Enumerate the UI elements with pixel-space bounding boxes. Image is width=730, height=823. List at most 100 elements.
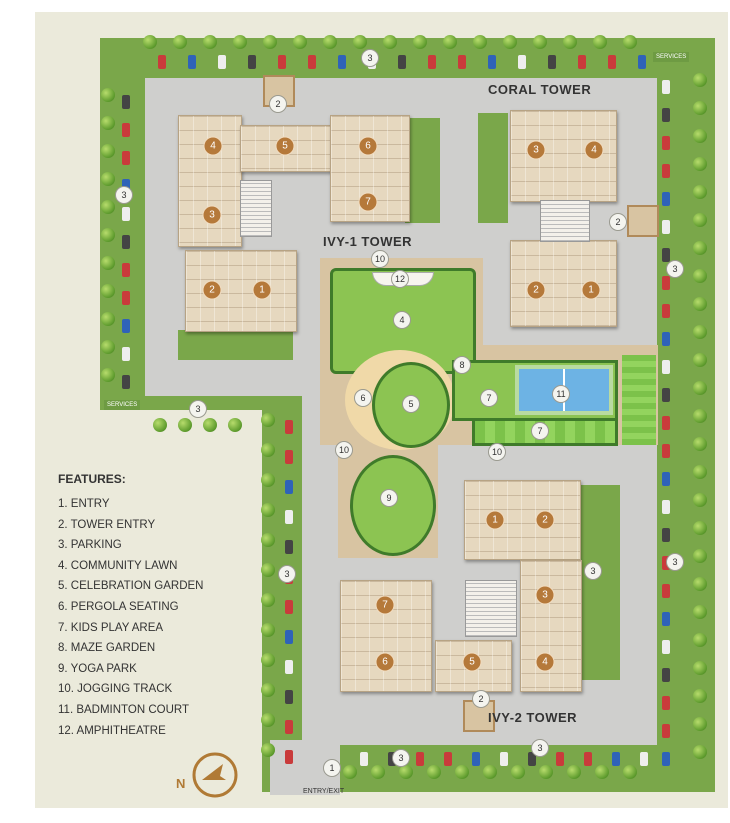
map-marker-parking[interactable]: 3: [531, 739, 549, 757]
legend-item: 9. YOGA PARK: [58, 662, 137, 675]
car-icon: [662, 276, 670, 290]
ivy2-tower-wing: [520, 560, 582, 692]
car-icon: [188, 55, 196, 69]
car-icon: [338, 55, 346, 69]
map-marker-celebration-garden[interactable]: 5: [402, 395, 420, 413]
tree-icon: [101, 340, 115, 354]
tree-icon: [261, 743, 275, 757]
car-icon: [584, 752, 592, 766]
unit-marker[interactable]: 6: [375, 652, 395, 672]
car-icon: [662, 612, 670, 626]
north-label: N: [176, 776, 186, 791]
car-icon: [360, 752, 368, 766]
unit-marker[interactable]: 4: [535, 652, 555, 672]
unit-marker[interactable]: 3: [202, 205, 222, 225]
map-marker-jogging-track[interactable]: 10: [335, 441, 353, 459]
tree-icon: [693, 325, 707, 339]
map-marker-parking[interactable]: 3: [115, 186, 133, 204]
unit-marker[interactable]: 5: [462, 652, 482, 672]
map-marker-pergola-seating[interactable]: 6: [354, 389, 372, 407]
tree-icon: [693, 73, 707, 87]
car-icon: [285, 480, 293, 494]
map-marker-jogging-track[interactable]: 10: [488, 443, 506, 461]
tree-icon: [143, 35, 157, 49]
lawn-strip: [622, 355, 656, 445]
map-marker-parking[interactable]: 3: [584, 562, 602, 580]
unit-marker[interactable]: 2: [535, 510, 555, 530]
ivy1-tower-label: IVY-1 TOWER: [323, 234, 413, 249]
tree-icon: [693, 381, 707, 395]
unit-marker[interactable]: 2: [526, 280, 546, 300]
map-marker-parking[interactable]: 3: [392, 749, 410, 767]
map-marker-yoga-park[interactable]: 9: [380, 489, 398, 507]
legend-item: 6. PERGOLA SEATING: [58, 600, 179, 613]
legend-title: FEATURES:: [58, 472, 126, 486]
car-icon: [662, 304, 670, 318]
car-icon: [662, 528, 670, 542]
unit-marker[interactable]: 5: [275, 136, 295, 156]
unit-marker[interactable]: 4: [584, 140, 604, 160]
map-marker-tower-entry[interactable]: 2: [269, 95, 287, 113]
tree-icon: [101, 284, 115, 298]
tree-icon: [371, 765, 385, 779]
unit-marker[interactable]: 6: [358, 136, 378, 156]
unit-marker[interactable]: 3: [535, 585, 555, 605]
map-marker-badminton-court[interactable]: 11: [552, 385, 570, 403]
map-marker-maze-garden[interactable]: 8: [453, 356, 471, 374]
car-icon: [444, 752, 452, 766]
ivy2-core: [465, 580, 517, 637]
tree-icon: [693, 549, 707, 563]
car-icon: [218, 55, 226, 69]
map-marker-community-lawn[interactable]: 4: [393, 311, 411, 329]
tree-icon: [203, 35, 217, 49]
car-icon: [662, 164, 670, 178]
legend-item: 2. TOWER ENTRY: [58, 518, 156, 531]
unit-marker[interactable]: 1: [252, 280, 272, 300]
tree-icon: [343, 765, 357, 779]
ivy1-core: [240, 180, 272, 237]
car-icon: [662, 584, 670, 598]
tree-icon: [567, 765, 581, 779]
car-icon: [122, 319, 130, 333]
map-marker-kids-play-area[interactable]: 7: [480, 389, 498, 407]
parking-island: [478, 113, 508, 223]
unit-marker[interactable]: 4: [203, 136, 223, 156]
map-marker-amphitheatre[interactable]: 12: [391, 270, 409, 288]
car-icon: [285, 750, 293, 764]
unit-marker[interactable]: 7: [375, 595, 395, 615]
tree-icon: [693, 213, 707, 227]
unit-marker[interactable]: 3: [526, 140, 546, 160]
map-marker-tower-entry[interactable]: 2: [472, 690, 490, 708]
map-marker-parking[interactable]: 3: [189, 400, 207, 418]
map-marker-kids-play-area[interactable]: 7: [531, 422, 549, 440]
map-marker-tower-entry[interactable]: 2: [609, 213, 627, 231]
map-marker-parking[interactable]: 3: [666, 260, 684, 278]
tree-icon: [533, 35, 547, 49]
services-label: SERVICES: [104, 400, 141, 410]
unit-marker[interactable]: 2: [202, 280, 222, 300]
car-icon: [285, 600, 293, 614]
unit-marker[interactable]: 1: [581, 280, 601, 300]
tree-icon: [413, 35, 427, 49]
car-icon: [608, 55, 616, 69]
entry-exit-label: ENTRY/EXIT: [303, 788, 345, 795]
tree-icon: [693, 185, 707, 199]
car-icon: [398, 55, 406, 69]
unit-marker[interactable]: 7: [358, 192, 378, 212]
car-icon: [662, 248, 670, 262]
car-icon: [122, 291, 130, 305]
map-marker-parking[interactable]: 3: [361, 49, 379, 67]
tree-icon: [693, 437, 707, 451]
car-icon: [285, 720, 293, 734]
map-marker-parking[interactable]: 3: [666, 553, 684, 571]
map-marker-entry[interactable]: 1: [323, 759, 341, 777]
car-icon: [640, 752, 648, 766]
car-icon: [662, 192, 670, 206]
coral-tower-label: CORAL TOWER: [488, 82, 592, 97]
tree-icon: [101, 228, 115, 242]
unit-marker[interactable]: 1: [485, 510, 505, 530]
car-icon: [556, 752, 564, 766]
map-marker-parking[interactable]: 3: [278, 565, 296, 583]
map-marker-jogging-track[interactable]: 10: [371, 250, 389, 268]
tree-icon: [101, 88, 115, 102]
